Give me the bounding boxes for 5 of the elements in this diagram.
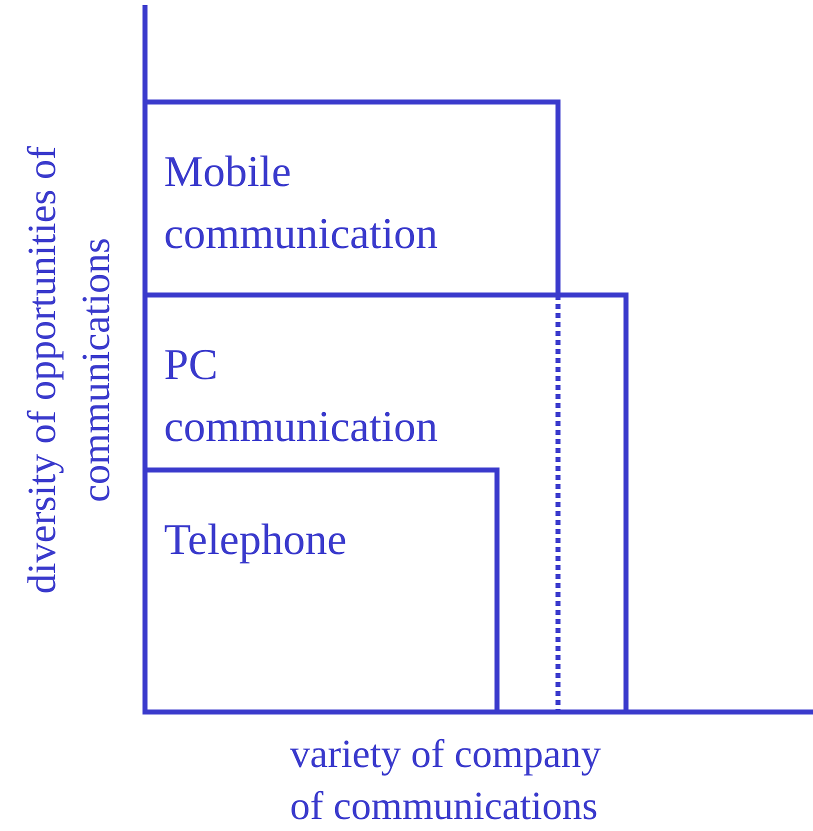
region-label: Telephone xyxy=(164,514,348,566)
x-axis-label: variety of company of communications xyxy=(290,730,602,830)
region-label: Mobile communication xyxy=(164,146,439,260)
region-label: PC communication xyxy=(164,339,439,453)
y-axis-label: diversity of opportunities of communications xyxy=(18,145,119,596)
